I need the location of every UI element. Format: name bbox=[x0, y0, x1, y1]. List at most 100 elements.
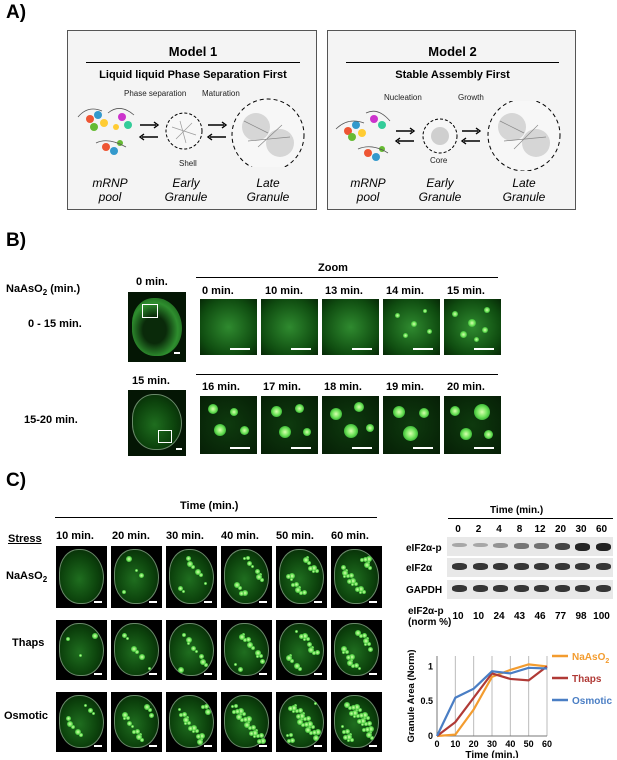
model1-title: Model 1 bbox=[168, 44, 218, 59]
band-gapdh bbox=[575, 585, 590, 592]
zoom-tile-19min bbox=[383, 396, 440, 454]
stress-row-label: Osmotic bbox=[4, 710, 49, 722]
col-time-label: 50 min. bbox=[276, 530, 314, 542]
time-header: Time (min.) bbox=[180, 500, 239, 512]
model2-annotation: Core bbox=[430, 156, 448, 165]
stress-cell-image-thaps-3 bbox=[166, 620, 217, 680]
stress-cell-image-osmotic-4 bbox=[221, 692, 272, 752]
panel-c-label: C) bbox=[6, 470, 27, 491]
blot-strip-gapdh bbox=[447, 580, 613, 599]
range-label-1: 0 - 15 min. bbox=[28, 318, 82, 330]
stress-cell-image-osmotic-6 bbox=[331, 692, 382, 752]
reverse-arrow-1 bbox=[394, 137, 414, 145]
band-gapdh bbox=[472, 585, 488, 592]
model2-step2: Growth bbox=[458, 93, 484, 102]
stress-cell-image-osmotic-1 bbox=[56, 692, 107, 752]
stress-cell-image-nasoa2-6 bbox=[331, 546, 382, 608]
zoom-time-label: 15 min. bbox=[447, 285, 485, 297]
forward-arrow-2 bbox=[462, 127, 482, 135]
zoom-tile-14min bbox=[383, 299, 440, 355]
band-gapdh bbox=[534, 585, 549, 592]
band-gapdh bbox=[452, 585, 467, 592]
blot-lane-label: 8 bbox=[516, 524, 523, 535]
blot-time-header: Time (min.) bbox=[490, 505, 544, 516]
mrnp-cluster bbox=[335, 110, 391, 161]
zoom-time-label: 17 min. bbox=[263, 381, 301, 393]
model1-subtitle: Liquid liquid Phase Separation First bbox=[99, 69, 287, 81]
overview-time-2: 15 min. bbox=[132, 375, 170, 387]
zoom-rule bbox=[196, 277, 498, 278]
stress-cell-image-thaps-2 bbox=[111, 620, 162, 680]
model2-title-rule bbox=[346, 62, 559, 63]
model2-title: Model 2 bbox=[428, 44, 477, 59]
norm-value: 98 bbox=[575, 611, 587, 622]
x-tick-label: 40 bbox=[505, 739, 515, 749]
model1-box: Model 1 Liquid liquid Phase Separation F… bbox=[67, 30, 317, 210]
stress-row-label: NaAsO2 bbox=[6, 570, 48, 585]
zoom-time-label: 19 min. bbox=[386, 381, 424, 393]
model2-diagram bbox=[335, 101, 561, 171]
blot-lane-label: 30 bbox=[575, 524, 587, 535]
reverse-arrow-1 bbox=[138, 133, 158, 141]
model1-stage-early: Early Granule bbox=[164, 176, 208, 204]
band-eif2a-p bbox=[534, 543, 549, 549]
zoom-time-label: 14 min. bbox=[386, 285, 424, 297]
model1-diagram bbox=[77, 98, 305, 167]
overview-time-1: 0 min. bbox=[136, 276, 168, 288]
stress-cell-image-osmotic-5 bbox=[276, 692, 327, 752]
model1-annotation: Shell bbox=[179, 159, 197, 168]
zoom-time-label: 0 min. bbox=[202, 285, 234, 297]
zoom-time-label: 20 min. bbox=[447, 381, 485, 393]
band-eif2a-p bbox=[595, 543, 611, 551]
band-eif2a bbox=[534, 563, 549, 570]
legend-label: NaAsO2 bbox=[572, 652, 609, 665]
y-tick-label: 0 bbox=[428, 731, 433, 741]
reverse-arrow-2 bbox=[460, 137, 480, 145]
model2-box: Model 2 Stable Assembly First Nucleation… bbox=[327, 30, 576, 210]
band-eif2a-p bbox=[472, 543, 488, 548]
blot-lane-label: 4 bbox=[496, 524, 502, 535]
blot-time-rule bbox=[448, 518, 613, 519]
norm-value: 10 bbox=[472, 611, 485, 622]
band-eif2a bbox=[452, 563, 467, 570]
forward-arrow-1 bbox=[140, 121, 160, 129]
reverse-arrow-2 bbox=[206, 133, 226, 141]
band-gapdh bbox=[595, 585, 611, 592]
zoom-rule-2 bbox=[196, 374, 498, 375]
zoom-time-label: 16 min. bbox=[202, 381, 240, 393]
stress-cell-image-nasoa2-4 bbox=[221, 546, 272, 608]
blot-lane-label: 0 bbox=[455, 524, 461, 535]
norm-value: 46 bbox=[534, 611, 546, 622]
blot-lane-label: 12 bbox=[534, 524, 546, 535]
zoom-time-label: 18 min. bbox=[324, 381, 362, 393]
zoom-time-label: 10 min. bbox=[265, 285, 303, 297]
stress-cell-image-nasoa2-5 bbox=[276, 546, 327, 608]
norm-value: 100 bbox=[593, 611, 610, 622]
band-eif2a-p bbox=[493, 543, 508, 548]
col-time-label: 30 min. bbox=[166, 530, 204, 542]
band-eif2a bbox=[513, 563, 529, 570]
y-axis-label: Granule Area (Norm) bbox=[406, 649, 417, 742]
x-tick-label: 20 bbox=[469, 739, 479, 749]
model2-stage-mrnp: mRNP pool bbox=[350, 176, 386, 204]
overview-image-1 bbox=[128, 292, 186, 362]
norm-value: 77 bbox=[554, 611, 567, 622]
zoom-tile-13min bbox=[322, 299, 379, 355]
zoom-tile-0min bbox=[200, 299, 257, 355]
x-tick-label: 50 bbox=[524, 739, 534, 749]
norm-value: 10 bbox=[452, 611, 464, 622]
legend-label: Osmotic bbox=[572, 696, 612, 707]
stress-cell-image-osmotic-3 bbox=[166, 692, 217, 752]
x-tick-label: 10 bbox=[450, 739, 460, 749]
y-tick-label: 0.5 bbox=[420, 696, 433, 706]
time-header-rule bbox=[55, 517, 377, 518]
norm-value: 24 bbox=[493, 611, 505, 622]
zoom-tile-10min bbox=[261, 299, 318, 355]
forward-arrow-2 bbox=[208, 121, 228, 129]
stress-cell-image-nasoa2-2 bbox=[111, 546, 162, 608]
band-eif2a-p bbox=[554, 543, 570, 551]
model1-step1: Phase separation bbox=[124, 89, 187, 98]
band-eif2a bbox=[575, 563, 590, 570]
stress-cell-image-nasoa2-1 bbox=[56, 546, 107, 608]
